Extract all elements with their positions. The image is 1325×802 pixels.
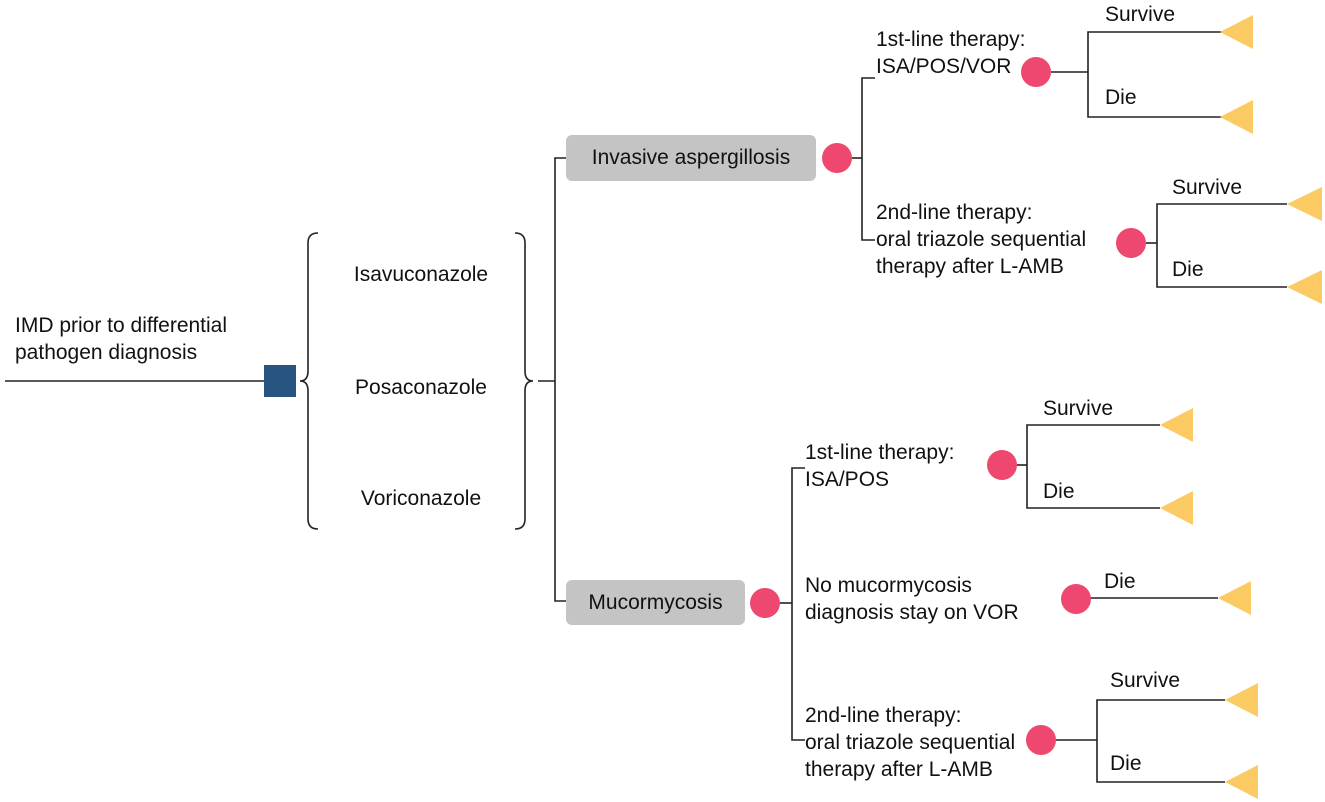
- chance-node-asp-second-line: [1116, 228, 1146, 258]
- chance-node-no-diagnosis: [1061, 584, 1091, 614]
- label-line: 1st-line therapy:: [805, 441, 955, 464]
- chance-node-muc-first-line: [987, 450, 1017, 480]
- terminal-node: [1225, 765, 1258, 799]
- terminal-node: [1220, 100, 1253, 134]
- label-line: diagnosis stay on VOR: [805, 601, 1019, 624]
- muc-second-line-label: 2nd-line therapy: oral triazole sequenti…: [805, 702, 1015, 783]
- no-diagnosis-label: No mucormycosis diagnosis stay on VOR: [805, 572, 1019, 626]
- terminal-node: [1287, 270, 1322, 304]
- terminal-node: [1287, 187, 1322, 221]
- invasive-aspergillosis-box: Invasive aspergillosis: [566, 135, 816, 181]
- label-line: therapy after L-AMB: [805, 758, 993, 781]
- terminal-node: [1225, 683, 1258, 717]
- strategy-posaconazole: Posaconazole: [355, 376, 487, 399]
- label-line: oral triazole sequential: [805, 731, 1016, 754]
- terminal-node: [1160, 491, 1193, 525]
- label-line: 2nd-line therapy:: [876, 201, 1033, 224]
- right-brace: [514, 232, 534, 530]
- outcome-die: Die: [1043, 480, 1075, 503]
- outcome-die: Die: [1110, 752, 1142, 775]
- chance-node-mucormycosis: [750, 588, 780, 618]
- root-label-line: pathogen diagnosis: [15, 341, 198, 364]
- mucormycosis-box: Mucormycosis: [566, 580, 745, 625]
- terminal-node: [1218, 581, 1251, 615]
- chance-node-asp-first-line: [1021, 57, 1051, 87]
- outcome-die: Die: [1104, 570, 1136, 593]
- label-line: therapy after L-AMB: [876, 255, 1064, 278]
- decision-node: [264, 365, 296, 397]
- label-line: oral triazole sequential: [876, 228, 1087, 251]
- outcome-survive: Survive: [1105, 3, 1176, 26]
- left-brace: [299, 232, 319, 530]
- asp-second-line-label: 2nd-line therapy: oral triazole sequenti…: [876, 199, 1086, 280]
- outcome-survive: Survive: [1110, 669, 1181, 692]
- outcome-survive: Survive: [1172, 176, 1243, 199]
- strategy-voriconazole: Voriconazole: [360, 487, 482, 510]
- root-label: IMD prior to differential pathogen diagn…: [15, 312, 227, 366]
- terminal-node: [1160, 408, 1193, 442]
- outcome-die: Die: [1172, 258, 1204, 281]
- trunk: [554, 157, 566, 602]
- label-line: 1st-line therapy:: [876, 28, 1026, 51]
- outcome-die: Die: [1105, 86, 1137, 109]
- label-line: No mucormycosis: [805, 574, 972, 597]
- root-label-line: IMD prior to differential: [15, 314, 228, 337]
- label-line: 2nd-line therapy:: [805, 704, 962, 727]
- terminal-nodes: [1160, 15, 1322, 799]
- chance-node-aspergillosis: [822, 143, 852, 173]
- label-line: ISA/POS/VOR: [876, 55, 1012, 78]
- label-line: ISA/POS: [805, 468, 890, 491]
- muc-first-line-label: 1st-line therapy: ISA/POS: [805, 439, 954, 493]
- chance-nodes: [750, 57, 1146, 755]
- terminal-node: [1220, 15, 1253, 49]
- strategy-isavuconazole: Isavuconazole: [353, 263, 489, 286]
- asp-first-line-label: 1st-line therapy: ISA/POS/VOR: [876, 26, 1025, 80]
- chance-node-muc-second-line: [1026, 725, 1056, 755]
- outcome-survive: Survive: [1043, 397, 1114, 420]
